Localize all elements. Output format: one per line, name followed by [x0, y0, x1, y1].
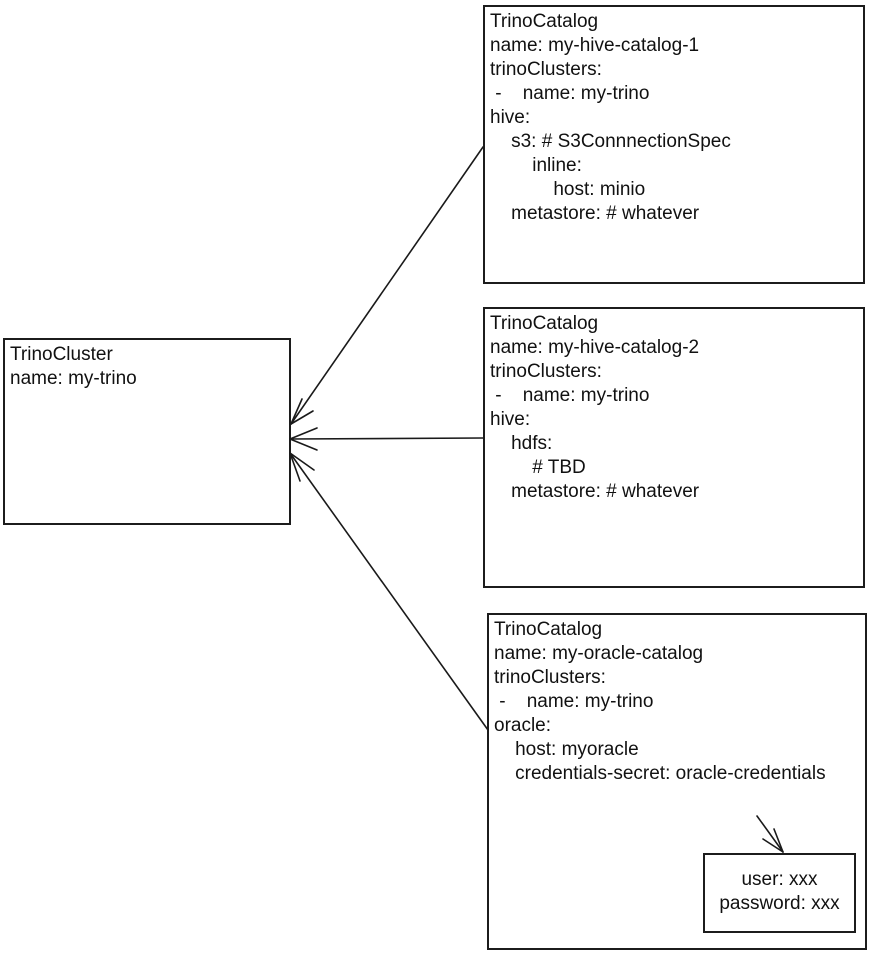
yaml-line: user: xxx [741, 869, 818, 890]
oracle-credentials-secret-node: user: xxx password: xxx [703, 853, 856, 933]
node-title: TrinoCatalog [490, 11, 599, 32]
connector-catalog2-to-cluster [289, 427, 484, 451]
connector-catalog3-to-cluster [289, 452, 489, 731]
trino-catalog-3-node: TrinoCatalog name: my-oracle-catalog tri… [487, 613, 867, 950]
yaml-line: credentials-secret: oracle-credentials [494, 763, 826, 784]
yaml-line: oracle: [494, 715, 552, 736]
yaml-line: trinoClusters: [490, 361, 602, 382]
node-title: TrinoCatalog [490, 313, 599, 334]
connector-catalog1-to-cluster [290, 146, 484, 425]
yaml-line: host: myoracle [494, 739, 639, 760]
yaml-line: password: xxx [719, 893, 840, 914]
yaml-line: inline: [490, 155, 582, 176]
trino-cluster-node: TrinoCluster name: my-trino [3, 338, 291, 525]
yaml-line: metastore: # whatever [490, 481, 700, 502]
yaml-line: - name: my-trino [490, 385, 650, 406]
node-title: TrinoCluster [10, 344, 113, 365]
yaml-line: hive: [490, 107, 531, 128]
yaml-line: name: my-oracle-catalog [494, 643, 704, 664]
yaml-line: name: my-trino [10, 368, 137, 389]
yaml-line: hive: [490, 409, 531, 430]
yaml-line: name: my-hive-catalog-2 [490, 337, 700, 358]
trino-catalog-1-node: TrinoCatalog name: my-hive-catalog-1 tri… [483, 5, 865, 284]
yaml-line: s3: # S3ConnnectionSpec [490, 131, 731, 152]
yaml-line: metastore: # whatever [490, 203, 700, 224]
yaml-line: trinoClusters: [494, 667, 606, 688]
yaml-line: - name: my-trino [490, 83, 650, 104]
trino-catalog-2-node: TrinoCatalog name: my-hive-catalog-2 tri… [483, 307, 865, 588]
yaml-line: - name: my-trino [494, 691, 654, 712]
node-title: TrinoCatalog [494, 619, 603, 640]
yaml-line: name: my-hive-catalog-1 [490, 35, 700, 56]
yaml-line: hdfs: [490, 433, 553, 454]
yaml-line: trinoClusters: [490, 59, 602, 80]
yaml-line: # TBD [490, 457, 586, 478]
yaml-line: host: minio [490, 179, 646, 200]
